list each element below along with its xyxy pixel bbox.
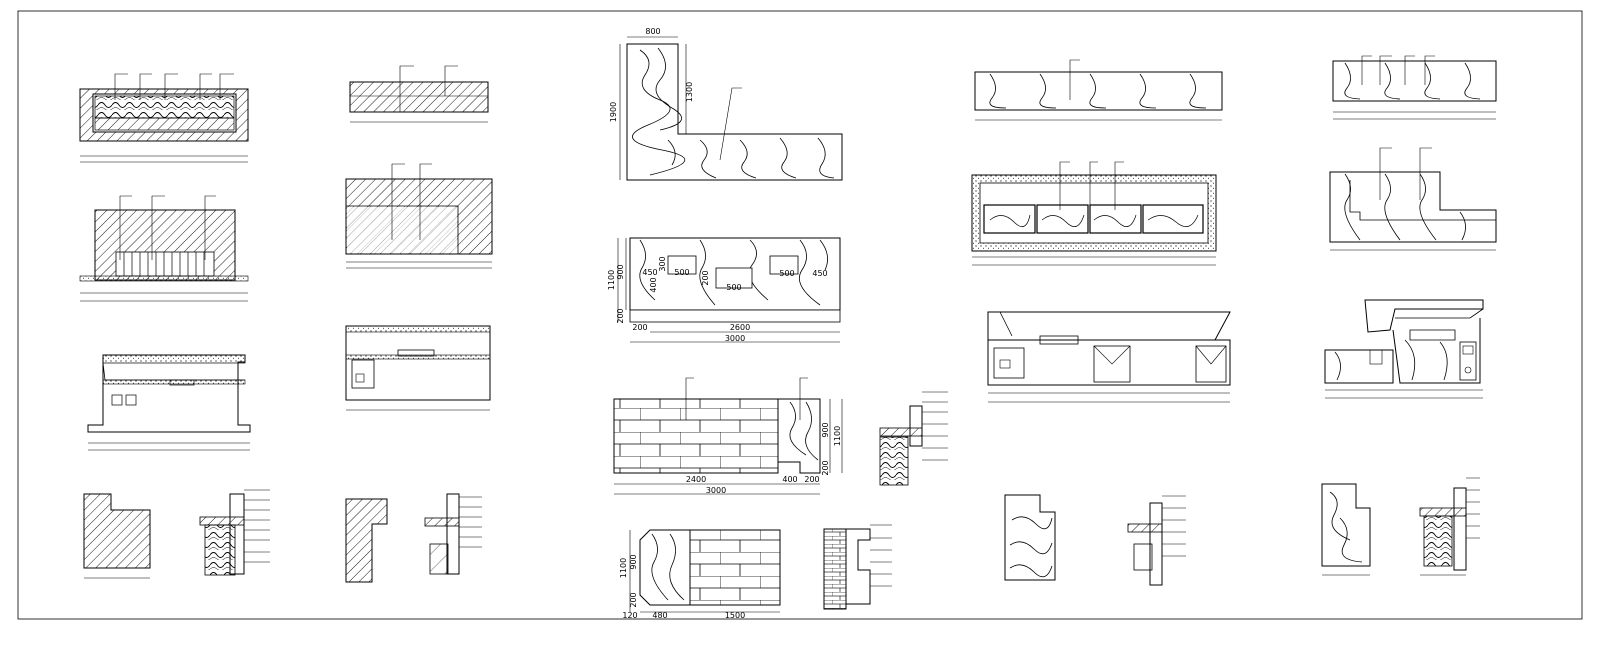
marble-plan-long [974, 71, 1223, 121]
dim-sink-right-margin: 450 [812, 269, 827, 278]
end-profile-1 [83, 493, 151, 579]
end-profile-5 [1321, 483, 1371, 576]
l-shaped-top-plan [626, 43, 843, 181]
dim-sink-mid-gap: 200 [701, 270, 710, 285]
detail-section-1 [199, 489, 270, 576]
dim-small-upper-height: 900 [629, 554, 638, 569]
dimension-lines [617, 36, 843, 612]
dim-brick-total-height: 1100 [833, 426, 842, 446]
dim-small-brick-width: 1500 [725, 611, 745, 620]
sheet-border [17, 10, 1583, 620]
sink-counter-elevation [629, 237, 841, 343]
dim-sink-right-width: 500 [779, 269, 794, 278]
dim-sink-total-length: 3000 [725, 334, 745, 343]
dim-l-overall-height: 1900 [609, 102, 618, 122]
dim-brick-main-length: 2400 [686, 475, 706, 484]
counter-plan-1 [79, 88, 249, 163]
end-profile-4 [1004, 494, 1056, 581]
dim-sink-left-margin: 450 [642, 268, 657, 277]
dim-brick-end-length: 400 [782, 475, 797, 484]
drawer-section [987, 311, 1231, 403]
dim-sink-left-width: 500 [674, 268, 689, 277]
drawer-front-elevation [971, 174, 1217, 266]
island-section-5 [1324, 299, 1484, 399]
dim-sink-bowl-width: 500 [726, 283, 741, 292]
counter-elevation-2 [345, 178, 493, 269]
dim-sink-base-offset: 200 [632, 323, 647, 332]
dim-sink-bowl-depth: 300 [658, 256, 667, 271]
end-profile-2 [345, 498, 388, 583]
dim-sink-body-height: 900 [616, 264, 625, 279]
brick-counter-elevation [613, 398, 821, 495]
detail-section-2 [424, 493, 482, 575]
dim-l-top-width: 800 [645, 27, 660, 36]
drawing-linework [79, 43, 1497, 613]
dim-sink-base-height: 200 [616, 308, 625, 323]
dim-brick-total-length: 3000 [706, 486, 726, 495]
dim-brick-base-height: 200 [821, 460, 830, 475]
brick-side-section [879, 391, 948, 486]
counter-section-2 [345, 325, 491, 411]
dim-sink-inner-length: 2600 [730, 323, 750, 332]
detail-section-4 [1127, 495, 1186, 586]
dim-small-total-height: 1100 [619, 558, 628, 578]
dim-l-inner-height: 1300 [685, 82, 694, 102]
counter-plan-2 [349, 81, 489, 123]
dim-small-marble-width: 480 [652, 611, 667, 620]
dim-small-left-offset: 120 [622, 611, 637, 620]
counter-elevation-1 [79, 209, 249, 302]
marble-plan-5 [1332, 60, 1497, 120]
detail-section-5 [1419, 477, 1480, 576]
small-brick-counter-elevation [639, 529, 781, 613]
dim-sink-bowl-depth2: 400 [649, 277, 658, 292]
dimension-labels: 800 1900 1300 1100 900 200 450 500 300 4… [607, 27, 842, 620]
dim-brick-upper-height: 900 [821, 422, 830, 437]
dim-brick-end-offset: 200 [804, 475, 819, 484]
small-brick-side-section [823, 524, 892, 610]
counter-section-1 [87, 354, 251, 451]
dim-sink-total-height: 1100 [607, 270, 616, 290]
marble-elevation-5 [1329, 171, 1497, 251]
dim-small-base-height: 200 [629, 592, 638, 607]
